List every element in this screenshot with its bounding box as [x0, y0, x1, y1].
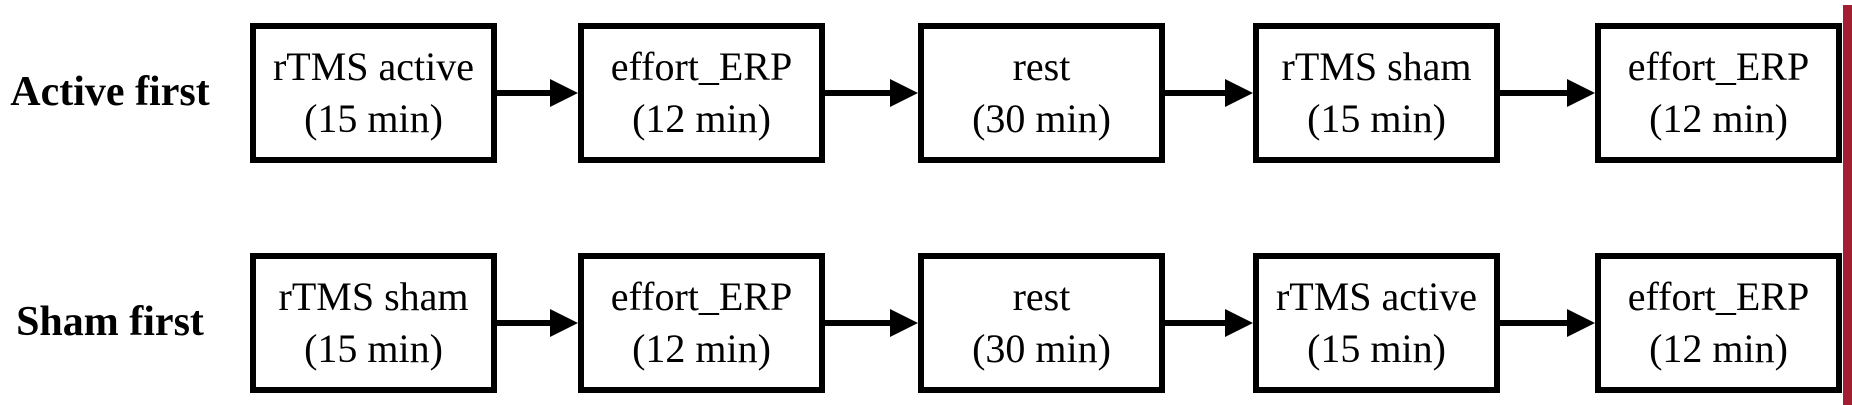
flow-arrow-icon [1165, 79, 1253, 107]
arrow-head [890, 309, 918, 337]
flow-box-duration: (12 min) [632, 326, 771, 371]
flow-box-effort-erp-2: effort_ERP (12 min) [1595, 23, 1842, 163]
arrow-head [1225, 79, 1253, 107]
flow-box-title: rest [1012, 44, 1071, 89]
arrow-shaft [1165, 320, 1229, 326]
flow-box-effort-erp-2: effort_ERP (12 min) [1595, 253, 1842, 393]
flow-box-duration: (30 min) [972, 96, 1111, 141]
flow-box-title: rTMS sham [1281, 44, 1472, 89]
flow-box-title: effort_ERP [1627, 44, 1810, 89]
flow-box-title: effort_ERP [610, 44, 793, 89]
arrow-shaft [825, 90, 894, 96]
arrow-shaft [497, 320, 554, 326]
flow-box-rtms-sham: rTMS sham (15 min) [1253, 23, 1500, 163]
flow-box-rtms-active: rTMS active (15 min) [250, 23, 497, 163]
flow-box-title: effort_ERP [610, 274, 793, 319]
row-label-active-first: Active first [10, 69, 210, 115]
flow-box-duration: (12 min) [1649, 96, 1788, 141]
flow-box-title: rest [1012, 274, 1071, 319]
arrow-shaft [1165, 90, 1229, 96]
flow-box-title: rTMS active [1275, 274, 1478, 319]
arrow-head [1567, 79, 1595, 107]
flow-arrow-icon [825, 79, 918, 107]
flow-box-duration: (30 min) [972, 326, 1111, 371]
flow-box-title: rTMS active [272, 44, 475, 89]
flow-arrow-icon [497, 79, 578, 107]
flow-box-duration: (12 min) [1649, 326, 1788, 371]
arrow-head [550, 309, 578, 337]
flow-box-rest: rest (30 min) [918, 23, 1165, 163]
flow-box-rest: rest (30 min) [918, 253, 1165, 393]
arrow-head [550, 79, 578, 107]
flow-box-effort-erp: effort_ERP (12 min) [578, 253, 825, 393]
flow-box-rtms-active: rTMS active (15 min) [1253, 253, 1500, 393]
flow-box-duration: (15 min) [1307, 326, 1446, 371]
flow-box-duration: (15 min) [304, 96, 443, 141]
flow-box-title: rTMS sham [278, 274, 469, 319]
flow-arrow-icon [1500, 309, 1595, 337]
arrow-head [1567, 309, 1595, 337]
flow-arrow-icon [497, 309, 578, 337]
flow-box-duration: (12 min) [632, 96, 771, 141]
arrow-head [890, 79, 918, 107]
flow-box-effort-erp: effort_ERP (12 min) [578, 23, 825, 163]
flow-arrow-icon [825, 309, 918, 337]
arrow-shaft [825, 320, 894, 326]
arrow-shaft [497, 90, 554, 96]
row-label-sham-first: Sham first [16, 299, 204, 345]
flow-arrow-icon [1165, 309, 1253, 337]
flow-box-title: effort_ERP [1627, 274, 1810, 319]
flow-box-duration: (15 min) [1307, 96, 1446, 141]
right-edge-accent-bar [1843, 5, 1852, 405]
flow-box-duration: (15 min) [304, 326, 443, 371]
flow-arrow-icon [1500, 79, 1595, 107]
arrow-head [1225, 309, 1253, 337]
arrow-shaft [1500, 320, 1571, 326]
flow-box-rtms-sham: rTMS sham (15 min) [250, 253, 497, 393]
arrow-shaft [1500, 90, 1571, 96]
